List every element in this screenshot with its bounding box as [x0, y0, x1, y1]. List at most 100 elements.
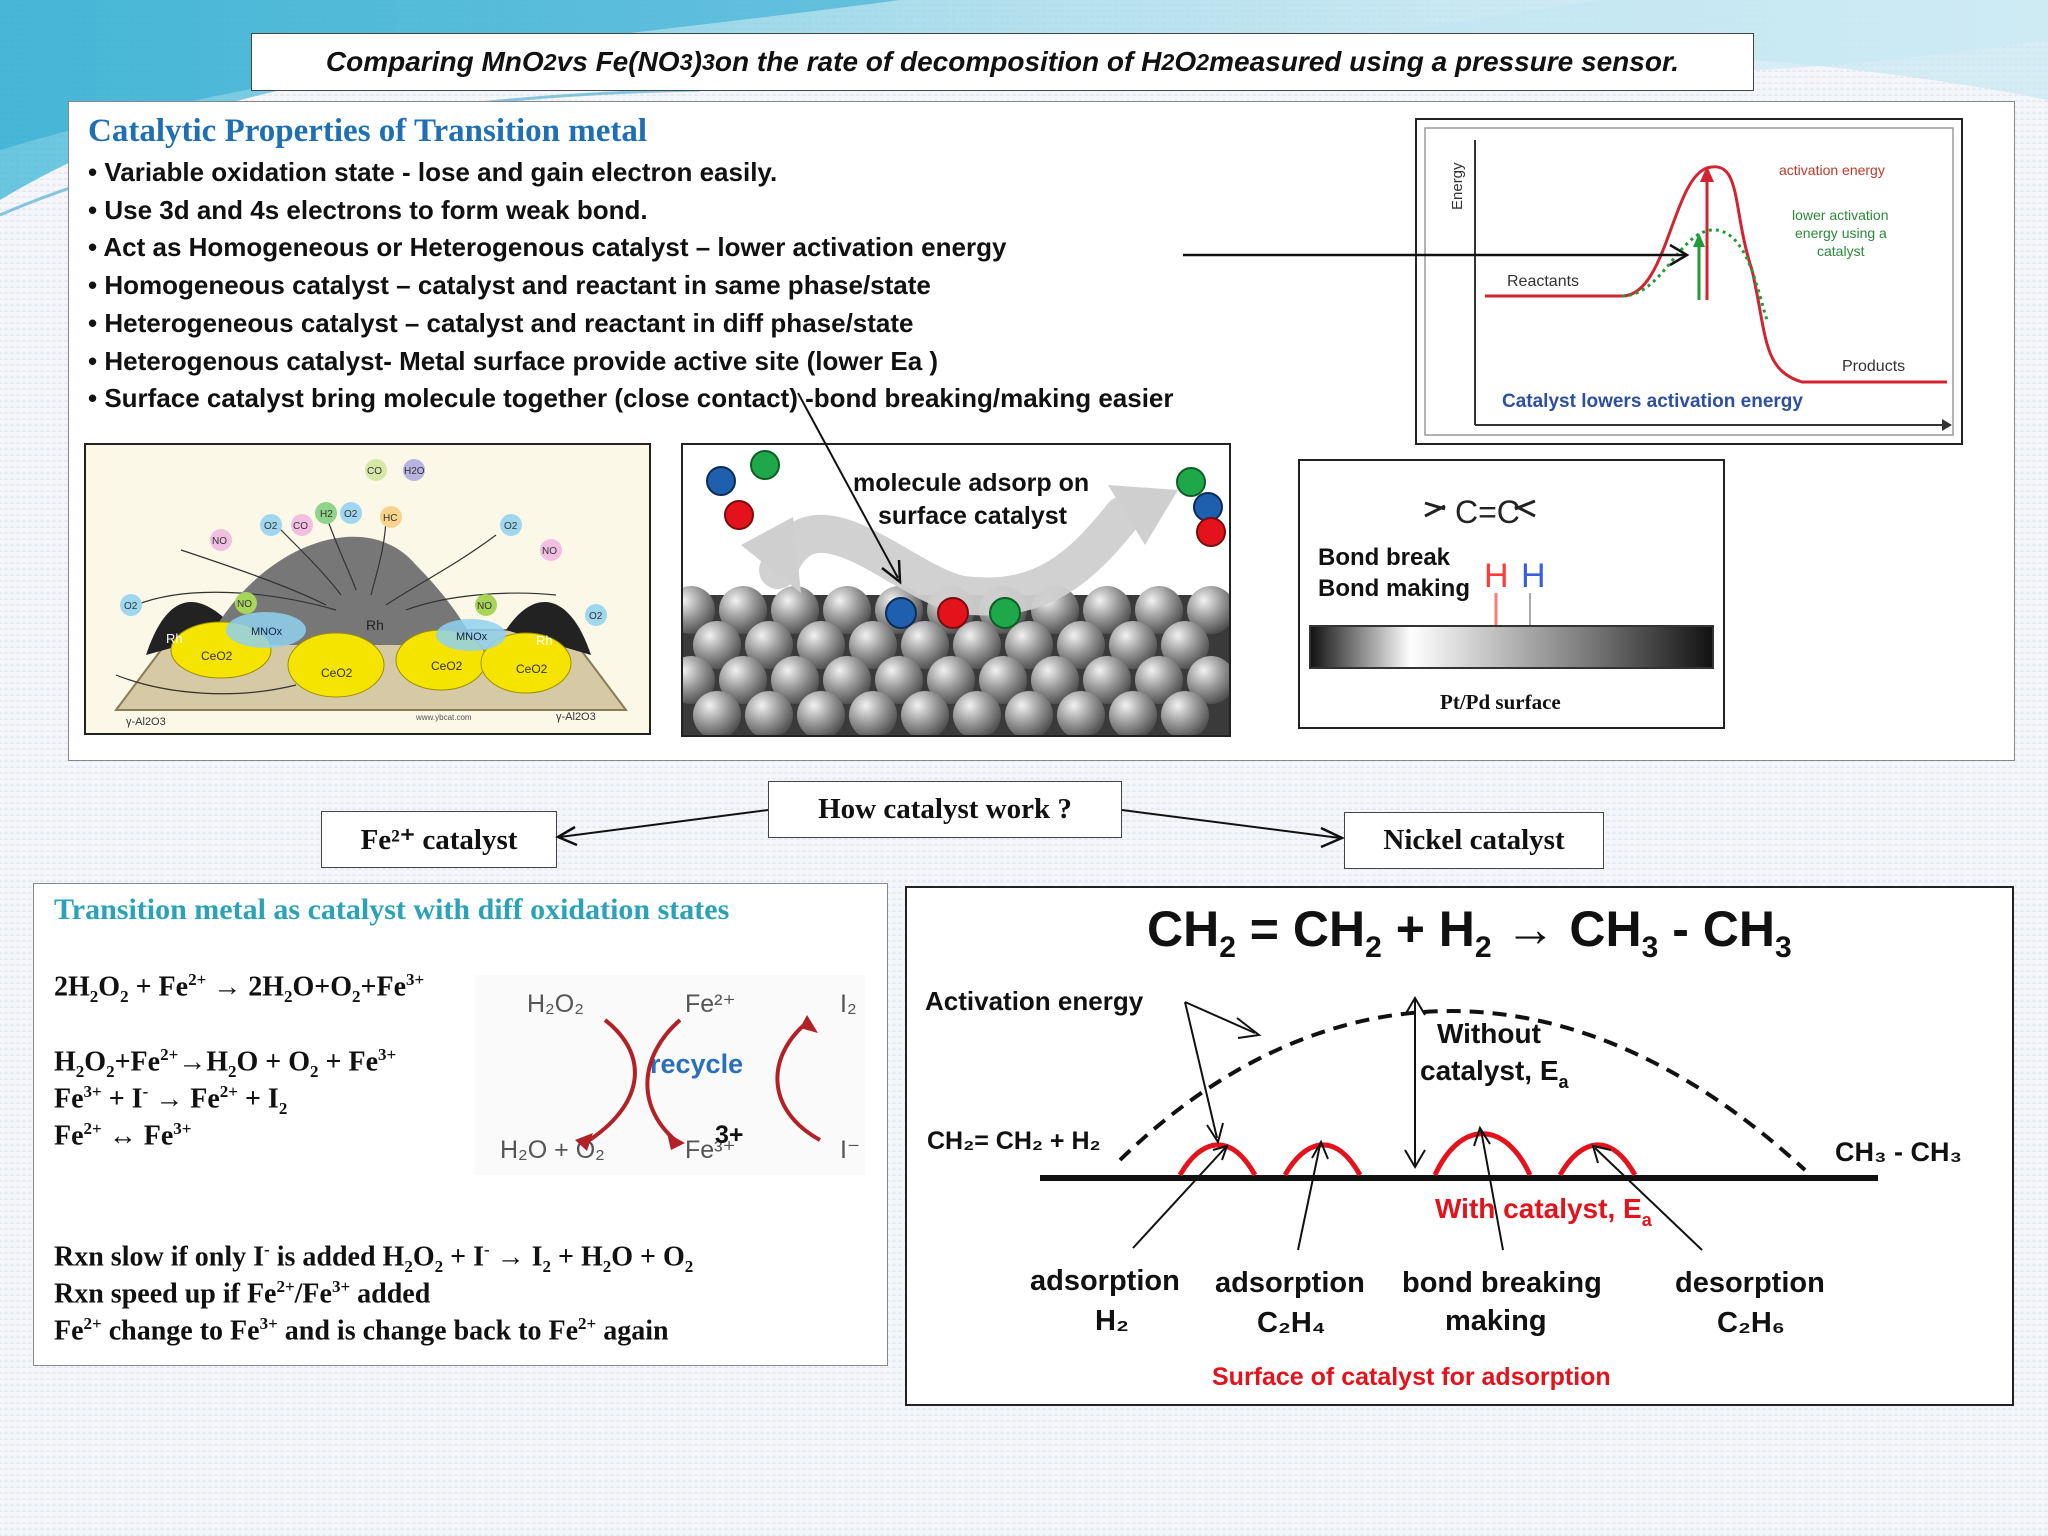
- adsorption-c2h4-sub: C₂H₄: [1257, 1307, 1326, 1339]
- catalytic-converter-image: Rh Rh Rh MNOx MNOx CeO2 CeO2 CeO2 CeO2 γ…: [84, 443, 651, 735]
- converter-label: CeO2: [516, 662, 548, 676]
- converter-label: NO: [477, 601, 492, 612]
- energy-y-label: Energy: [1449, 162, 1466, 210]
- fe3-label: Fe³⁺: [685, 1136, 736, 1164]
- with-catalyst-label: With catalyst, Ea: [1435, 1193, 1653, 1230]
- bullet-item: Heterogeneous catalyst – catalyst and re…: [88, 305, 1174, 343]
- fe-equation-2: H2O2+Fe2+→H2O + O2 + Fe3+: [54, 1045, 397, 1081]
- converter-label: HC: [383, 513, 397, 524]
- converter-label: CO: [293, 521, 308, 532]
- converter-label: O2: [589, 611, 603, 622]
- metal-atom: [797, 691, 845, 735]
- adsorption-c2h4-label: adsorption: [1215, 1267, 1365, 1299]
- converter-label: MNOx: [456, 631, 488, 643]
- metal-atom: [683, 586, 715, 634]
- catalysed-curve: [1621, 228, 1769, 321]
- metal-atom: [745, 621, 793, 669]
- metal-atom: [1161, 621, 1209, 669]
- metal-atom: [771, 656, 819, 704]
- metal-atom: [823, 586, 871, 634]
- fe-equation-4: Fe2+ ↔ Fe3+: [54, 1119, 192, 1152]
- bullet-item: Act as Homogeneous or Heterogenous catal…: [88, 229, 1174, 267]
- hydrogen-atom: H: [1521, 557, 1546, 595]
- surface-adsorption-image: molecule adsorp on surface catalyst: [681, 443, 1231, 737]
- bond-making-label: making: [1445, 1305, 1547, 1337]
- activation-energy-label: activation energy: [1779, 162, 1885, 178]
- how-catalyst-work-box: How catalyst work ?: [768, 781, 1122, 838]
- metal-atom: [1005, 691, 1053, 735]
- metal-atom: [745, 691, 793, 735]
- metal-surface: [1309, 625, 1714, 669]
- adsorption-h2-sub: H₂: [1095, 1305, 1129, 1337]
- recycle-diagram: H₂O₂ Fe²⁺ I₂ H₂O + O₂ Fe³⁺ I⁻ 3+ recycle: [475, 975, 865, 1175]
- converter-label: CeO2: [431, 659, 463, 673]
- fe2-label: Fe²⁺: [685, 990, 736, 1018]
- metal-atom: [1031, 656, 1079, 704]
- converter-label: H2O: [404, 466, 425, 477]
- metal-atom: [1187, 656, 1229, 704]
- metal-atom: [1109, 691, 1157, 735]
- adsorption-label: surface catalyst: [878, 502, 1068, 530]
- bullet-item: Surface catalyst bring molecule together…: [88, 380, 1173, 418]
- converter-label: www.ybcat.com: [415, 713, 472, 722]
- bullet-item: Variable oxidation state - lose and gain…: [88, 154, 1174, 192]
- fe-equation-3: Fe3+ + I- → Fe2+ + I2: [54, 1082, 288, 1118]
- energy-caption: Catalyst lowers activation energy: [1502, 391, 1803, 412]
- bond-making-label: Bond making: [1318, 575, 1470, 602]
- converter-label: CeO2: [201, 649, 233, 663]
- metal-atom: [693, 621, 741, 669]
- i2-label: I₂: [840, 990, 857, 1018]
- fe-equation-1: 2H2O2 + Fe2+ → 2H2O+O2+Fe3+: [54, 970, 425, 1006]
- metal-atom: [953, 691, 1001, 735]
- energy-profile-svg: Energy activation energy lower activatio…: [1424, 127, 1954, 436]
- metal-atom: [823, 656, 871, 704]
- nickel-energy-diagram: Activation energy Without catalyst, Ea C…: [925, 986, 1962, 1391]
- metal-atom: [901, 621, 949, 669]
- conclusion-line-1: Rxn slow if only I- is added H2O2 + I- →…: [54, 1240, 694, 1276]
- desorption-label: desorption: [1675, 1267, 1825, 1299]
- h2o2-label: H₂O₂: [527, 990, 584, 1018]
- iminus-label: I⁻: [840, 1136, 860, 1164]
- converter-label: O2: [124, 601, 138, 612]
- bond-svg: C=C H H Bond break Bond making Pt/Pd sur…: [1309, 494, 1714, 714]
- converter-label: γ-Al2O3: [126, 716, 166, 728]
- three-plus-label: 3+: [715, 1121, 744, 1149]
- ethene-molecule: C=C: [1455, 494, 1520, 530]
- without-catalyst-label: catalyst, Ea: [1420, 1055, 1570, 1092]
- converter-label: O2: [504, 521, 518, 532]
- metal-atom: [1161, 691, 1209, 735]
- bullet-item: Use 3d and 4s electrons to form weak bon…: [88, 192, 1174, 230]
- adsorption-label: molecule adsorp on: [853, 469, 1089, 497]
- metal-atom: [1187, 586, 1229, 634]
- pt-pd-surface-label: Pt/Pd surface: [1440, 690, 1561, 714]
- converter-label: CO: [367, 466, 382, 477]
- bond-break-image: C=C H H Bond break Bond making Pt/Pd sur…: [1298, 459, 1725, 729]
- bullet-to-surface-arrow: [797, 392, 902, 585]
- converter-label: NO: [212, 536, 227, 547]
- catalytic-heading: Catalytic Properties of Transition metal: [88, 113, 648, 149]
- converter-label: NO: [542, 546, 557, 557]
- adsorption-h2-label: adsorption: [1030, 1265, 1180, 1297]
- converter-label: H2: [320, 509, 333, 520]
- metal-atom: [1109, 621, 1157, 669]
- conclusion-line-3: Fe2+ change to Fe3+ and is change back t…: [54, 1314, 669, 1347]
- how-arrows: [555, 809, 1346, 849]
- metal-atom: [953, 621, 1001, 669]
- metal-atom: [719, 586, 767, 634]
- metal-atom: [683, 656, 715, 704]
- converter-label: NO: [237, 599, 252, 610]
- bond-break-label: Bond break: [1318, 544, 1451, 571]
- metal-atom: [979, 656, 1027, 704]
- desorption-sub: C₂H₆: [1717, 1307, 1785, 1339]
- hydrogenation-equation: CH2 = CH2 + H2 → CH3 - CH3: [1147, 901, 1792, 964]
- bullet-item: Heterogenous catalyst- Metal surface pro…: [88, 343, 1174, 381]
- title-text: Comparing MnO: [325, 46, 544, 77]
- converter-label: Rh: [536, 633, 553, 648]
- uncatalysed-path: [1118, 1009, 1807, 1172]
- hydrogen-atom: H: [1484, 557, 1509, 595]
- fe-catalyst-box: Fe²⁺ catalyst: [321, 811, 557, 868]
- metal-atom: [1057, 621, 1105, 669]
- converter-svg: Rh Rh Rh MNOx MNOx CeO2 CeO2 CeO2 CeO2 γ…: [114, 459, 628, 728]
- metal-atom: [797, 621, 845, 669]
